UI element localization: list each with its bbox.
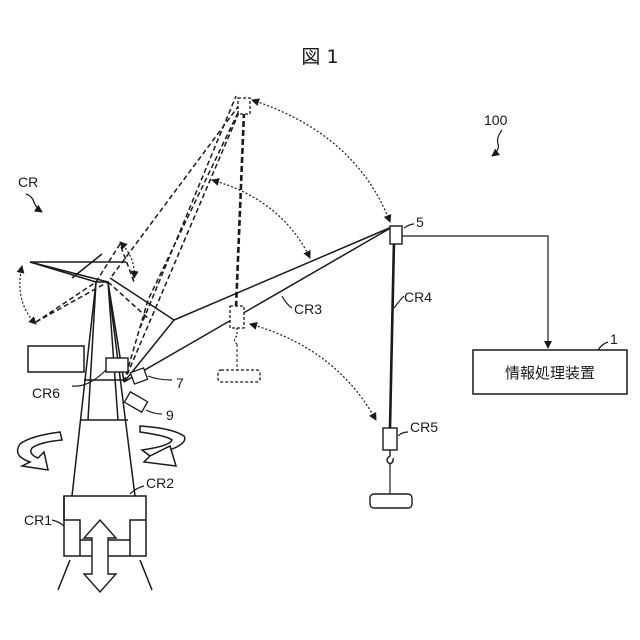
crane-leader (26, 194, 42, 212)
system-label: 100 (484, 112, 508, 128)
camera-9-leader (146, 410, 162, 414)
rotating-body-label: CR2 (146, 475, 174, 491)
rope-label: CR4 (404, 289, 432, 305)
figure-title: 図 1 (301, 46, 338, 68)
boom-raised (112, 96, 246, 382)
cab-label: CR6 (32, 385, 60, 401)
hook-label: CR5 (410, 419, 438, 435)
camera-9 (124, 392, 147, 412)
sensor-7-label: 7 (176, 375, 184, 391)
sensor-raised (238, 98, 250, 114)
rope-raised (236, 112, 244, 308)
sensor-5-label: 5 (416, 214, 424, 230)
rotating-body-leader (130, 486, 144, 494)
rope (390, 240, 394, 428)
boom-arc-inner (212, 180, 310, 258)
rope-leader (394, 296, 404, 308)
crane-label: CR (18, 174, 38, 190)
sensor-7-leader (148, 376, 172, 380)
boom (108, 226, 394, 382)
cab (106, 358, 128, 372)
device-number-label: 1 (610, 331, 618, 347)
device-leader (598, 342, 608, 350)
rotation-arrow-icon (18, 426, 185, 470)
load-raised (218, 370, 260, 382)
device-name: 情報処理装置 (505, 364, 595, 382)
hook-raised (235, 328, 238, 344)
system-leader (492, 130, 502, 156)
crawler-label: CR1 (24, 512, 52, 528)
boom-label: CR3 (294, 301, 322, 317)
boom-leader (282, 296, 292, 308)
hook-block-raised (230, 306, 244, 328)
hook-arc (250, 324, 376, 420)
boom-arc-outer (252, 100, 390, 222)
sensor-5-leader (404, 224, 414, 228)
a-frame-arc-right (120, 242, 134, 278)
sensor-5 (390, 226, 402, 244)
camera-9-label: 9 (166, 407, 174, 423)
load (370, 494, 412, 508)
crawler-leader (52, 520, 64, 526)
hook-icon (387, 450, 393, 464)
a-frame-arc-left (20, 266, 36, 324)
hook-block (383, 428, 397, 450)
hook-leader (398, 432, 408, 436)
